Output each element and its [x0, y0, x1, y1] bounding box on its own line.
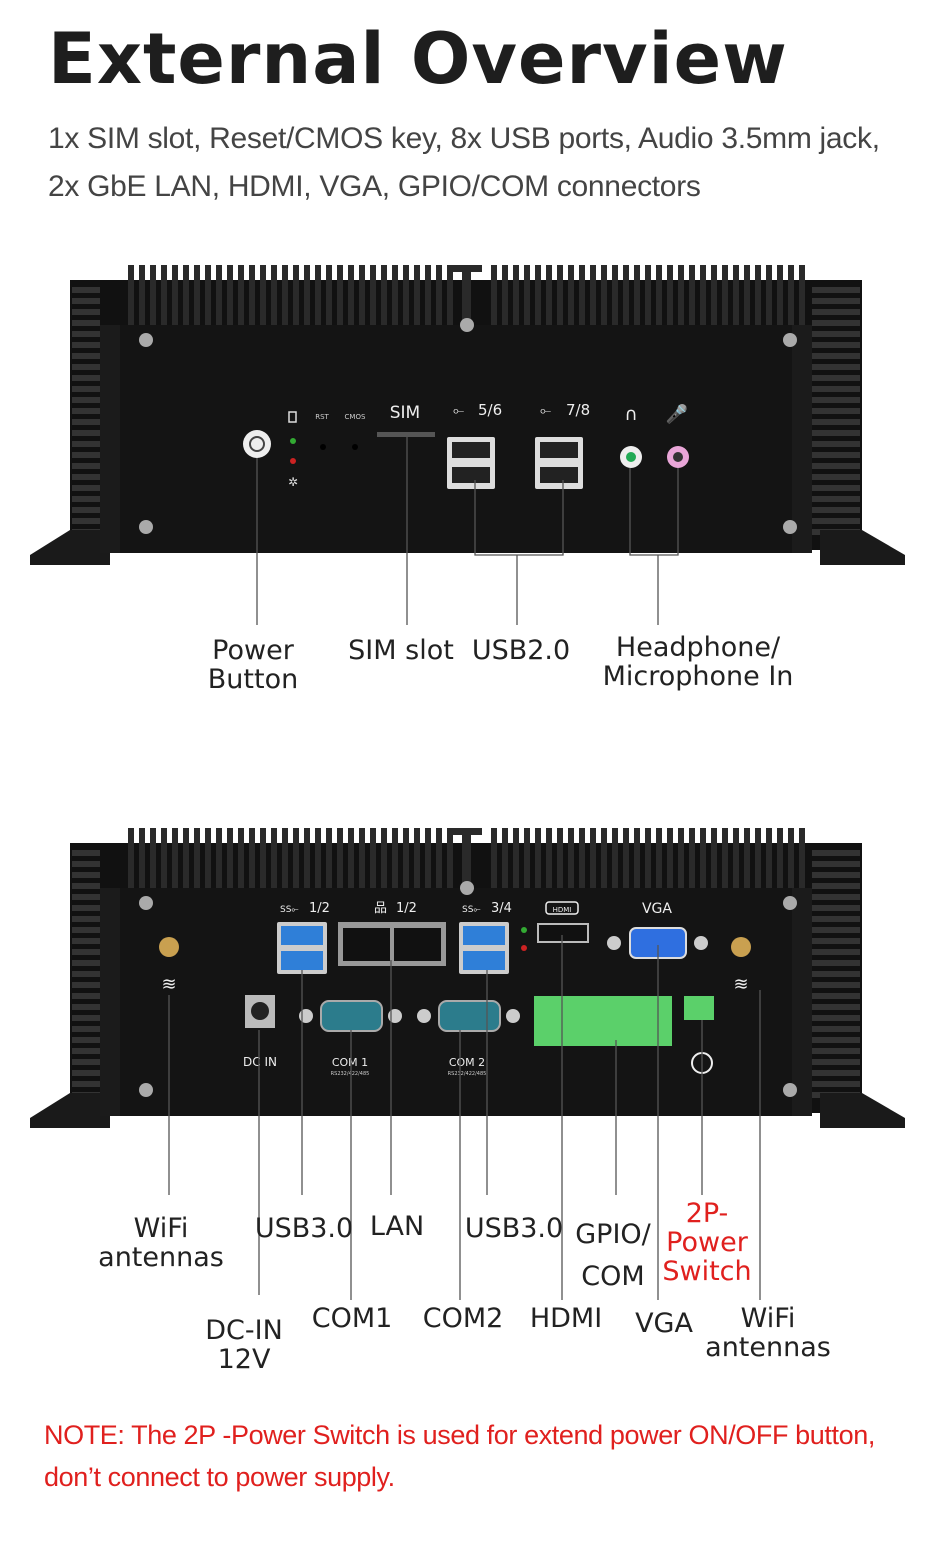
com1-marking: COM 1: [332, 1056, 368, 1069]
note-line-2: don’t connect to power supply.: [44, 1462, 395, 1492]
usb-1-2-marking: 1/2: [309, 901, 330, 916]
com2-marking: COM 2: [449, 1056, 485, 1069]
usb-5-6-marking: 5/6: [478, 401, 502, 419]
microphone-icon: 🎤: [666, 403, 688, 425]
label-com2: COM2: [422, 1303, 504, 1334]
usb-icon: ⟜: [453, 403, 464, 419]
label-hdmi: HDMI: [529, 1303, 603, 1334]
wifi-icon: ≋: [733, 974, 748, 995]
wifi-icon: ≋: [161, 974, 176, 995]
note-line-1: NOTE: The 2P -Power Switch is used for e…: [44, 1420, 875, 1450]
lan-1-2-marking: 1/2: [396, 901, 417, 916]
label-com1: COM1: [311, 1303, 393, 1334]
hdmi-marking: HDMI: [553, 906, 572, 914]
usb-icon: ⟜: [540, 403, 551, 419]
label-vga: VGA: [635, 1308, 693, 1339]
rst-marking: RST: [315, 413, 329, 421]
label-usb2: USB2.0: [471, 635, 571, 666]
front-panel-illustration: ✲ RST CMOS SIM ⟜ 5/6 ⟜ 7/8 ∩ 🎤: [30, 265, 905, 625]
rear-panel-illustration: ≋ ≋ SS⟜ 1/2 品 1/2 SS⟜ 3/4 HDMI VGA DC IN…: [30, 828, 905, 1300]
usb-3-4-marking: 3/4: [491, 901, 512, 916]
usb3-icon: SS⟜: [280, 905, 299, 915]
subtitle-line-1: 1x SIM slot, Reset/CMOS key, 8x USB port…: [48, 122, 880, 155]
com1-sub-marking: RS232/422/485: [331, 1071, 370, 1077]
label-lan: LAN: [369, 1211, 425, 1242]
usb3-icon: SS⟜: [462, 905, 481, 915]
svg-text:✲: ✲: [288, 475, 298, 489]
label-sim-slot: SIM slot: [348, 635, 454, 666]
page-title: External Overview: [48, 18, 788, 100]
vga-marking: VGA: [642, 901, 672, 917]
label-usb3-right: USB3.0: [464, 1213, 564, 1244]
subtitle-line-2: 2x GbE LAN, HDMI, VGA, GPIO/COM connecto…: [48, 170, 701, 203]
com2-sub-marking: RS232/422/485: [448, 1071, 487, 1077]
lan-icon: 品: [374, 901, 387, 916]
headphone-icon: ∩: [624, 404, 637, 425]
label-usb3-left: USB3.0: [254, 1213, 354, 1244]
power-button-icon: [243, 430, 271, 458]
sim-marking: SIM: [390, 403, 420, 423]
cmos-marking: CMOS: [345, 413, 366, 421]
usb-7-8-marking: 7/8: [566, 401, 590, 419]
label-headphone-mic: Headphone/Microphone In: [602, 632, 794, 692]
label-gpio-com: GPIO/COM: [575, 1219, 651, 1292]
dcin-marking: DC IN: [243, 1055, 277, 1069]
